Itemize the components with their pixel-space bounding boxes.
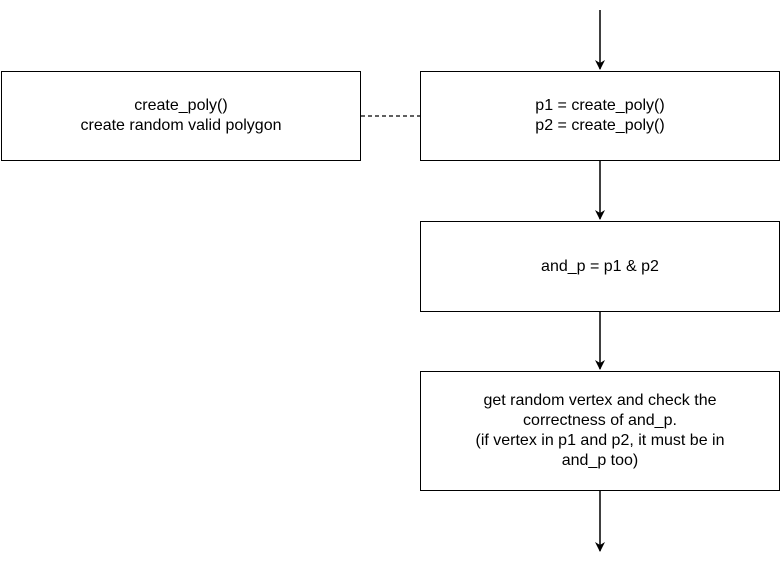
intersection-box-text: and_p = p1 & p2 xyxy=(541,257,659,277)
check-box-line-3: (if vertex in p1 and p2, it must be in xyxy=(475,432,725,449)
assign-polys-box-line-2: p2 = create_poly() xyxy=(535,117,665,134)
create-poly-box-line-2: create random valid polygon xyxy=(80,117,282,134)
intersection-box: and_p = p1 & p2 xyxy=(420,221,780,312)
create-poly-box-text: create_poly() create random valid polygo… xyxy=(80,96,281,136)
check-box-line-4: and_p too) xyxy=(561,452,639,469)
check-box-text: get random vertex and check the correctn… xyxy=(475,391,724,471)
create-poly-box: create_poly() create random valid polygo… xyxy=(1,71,361,161)
check-box-line-2: correctness of and_p. xyxy=(523,412,677,429)
assign-polys-box: p1 = create_poly() p2 = create_poly() xyxy=(420,71,780,161)
check-box-line-1: get random vertex and check the xyxy=(483,392,717,409)
create-poly-box-line-1: create_poly() xyxy=(134,97,228,114)
assign-polys-box-text: p1 = create_poly() p2 = create_poly() xyxy=(535,96,664,136)
check-box: get random vertex and check the correctn… xyxy=(420,371,780,491)
assign-polys-box-line-1: p1 = create_poly() xyxy=(535,97,665,114)
intersection-box-line-1: and_p = p1 & p2 xyxy=(541,257,659,275)
